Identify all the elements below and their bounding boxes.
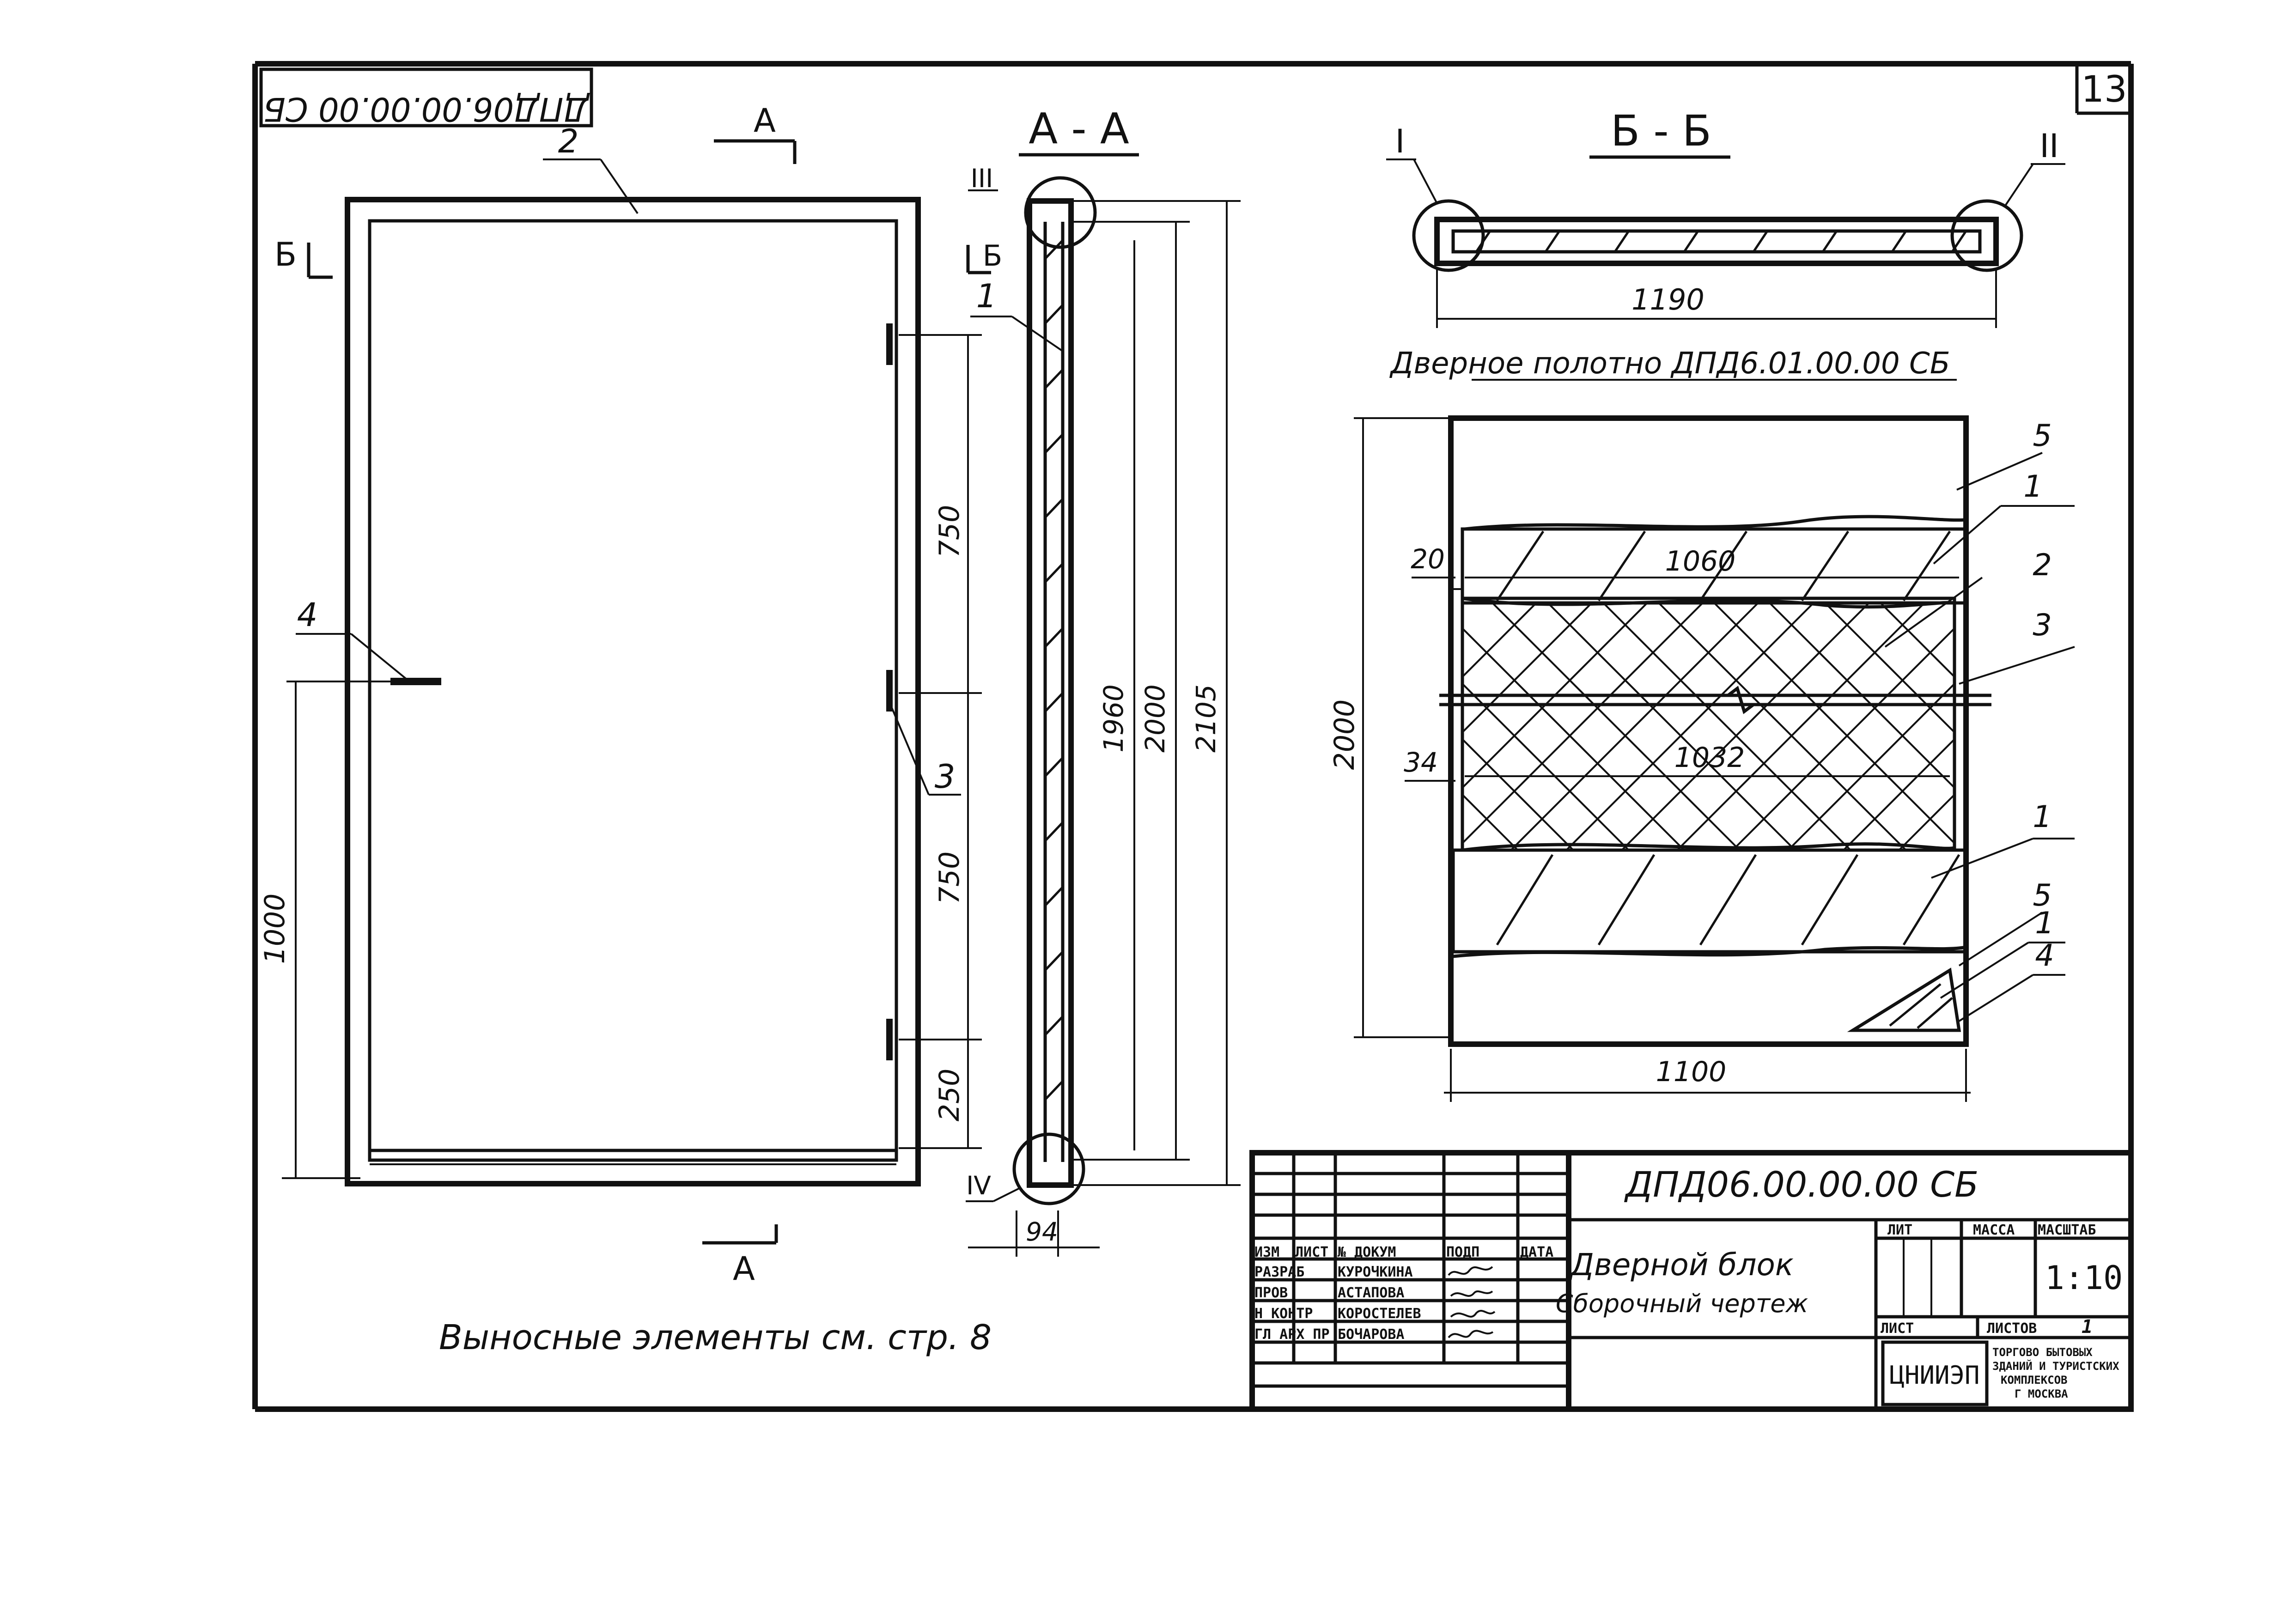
- tb-name-2: АСТАПОВА: [1338, 1285, 1405, 1301]
- title-block: ИЗМ ЛИСТ № ДОКУМ ПОДП ДАТА РАЗРАБ КУРОЧК…: [1249, 1150, 2134, 1412]
- tb-sheets-label: ЛИСТОВ: [1987, 1320, 2037, 1337]
- band-1-lower-hatch: [1496, 854, 1960, 946]
- section-mark-a-bottom: А: [733, 1250, 755, 1288]
- leaf-callout-1b: 1: [2033, 800, 2051, 834]
- signature-3: [1450, 1310, 1496, 1318]
- hinge-top: [886, 323, 893, 365]
- dim-750-bottom: 750: [933, 852, 966, 905]
- tb-name-3: КОРОСТЕЛЕВ: [1338, 1306, 1421, 1322]
- hinge-mid: [886, 670, 893, 712]
- front-callout-4: 4: [297, 596, 318, 634]
- section-mark-b-right: Б: [983, 239, 1003, 273]
- tb-col-list: ЛИСТ: [1295, 1244, 1328, 1260]
- leaf-callout-2: 2: [2033, 548, 2051, 583]
- signature-4: [1448, 1330, 1494, 1338]
- tb-role-3: Н КОНТР: [1254, 1306, 1313, 1322]
- mark-II: II: [2039, 127, 2058, 165]
- section-aa: А - А III IV Б: [966, 104, 1241, 1257]
- door-leaf-view: Дверное полотно ДПД6.01.00.00 СБ: [1328, 347, 2075, 1102]
- leaf-callout-4: 4: [2035, 938, 2054, 973]
- leaf-callout-5a: 5: [2033, 419, 2051, 453]
- tb-designation: ДПД06.00.00.00 СБ: [1624, 1164, 1979, 1205]
- tb-sheets-value: 1: [2082, 1316, 2093, 1338]
- door-leaf-title: Дверное полотно ДПД6.01.00.00 СБ: [1389, 347, 1950, 381]
- dim-750-top: 750: [933, 505, 966, 558]
- org-logo: ЦНИИЭП: [1889, 1361, 1979, 1390]
- section-aa-title: А - А: [1029, 104, 1129, 153]
- band-1-hatch: [1496, 530, 1951, 602]
- tb-role-2: ПРОВ: [1254, 1285, 1288, 1301]
- tb-name-line2: Сборочный чертеж: [1556, 1289, 1808, 1318]
- dim-1960: 1960: [1098, 684, 1129, 753]
- leaf-callout-1a: 1: [2023, 469, 2042, 504]
- org-line-1: ТОРГОВО БЫТОВЫХ: [1992, 1346, 2093, 1359]
- section-bb-title: Б - Б: [1611, 106, 1711, 156]
- tb-name-1: КУРОЧКИНА: [1338, 1264, 1413, 1280]
- front-callout-3: 3: [935, 758, 956, 796]
- leaf-callout-3: 3: [2033, 608, 2051, 643]
- section-aa-hatch: [1044, 239, 1064, 1101]
- front-view: А А Б 2 4 3 750 750 250 1000 Выносные: [259, 102, 992, 1357]
- section-mark-a-top: А: [754, 102, 776, 140]
- tb-col-doc: № ДОКУМ: [1338, 1244, 1396, 1260]
- tb-role-4: ГЛ АРХ ПР: [1254, 1326, 1330, 1343]
- org-logo-block: ЦНИИЭП ТОРГОВО БЫТОВЫХ ЗДАНИЙ И ТУРИСТСК…: [1881, 1340, 2119, 1406]
- org-line-4: Г МОСКВА: [2015, 1387, 2068, 1400]
- leaf-callout-5b: 5: [2033, 878, 2051, 913]
- dim-34: 34: [1404, 747, 1438, 778]
- signature-1: [1448, 1266, 1493, 1276]
- leaf-callout-1c: 1: [2035, 906, 2054, 941]
- mesh-hatch: [1461, 602, 1955, 851]
- dim-1100: 1100: [1656, 1056, 1727, 1088]
- section-mark-b-left: Б: [274, 236, 297, 274]
- tb-col-izm: ИЗМ: [1254, 1244, 1279, 1260]
- dim-94: 94: [1026, 1217, 1058, 1247]
- mark-III: III: [971, 164, 993, 193]
- front-note: Выносные элементы см. стр. 8: [439, 1318, 992, 1357]
- mark-I: I: [1395, 122, 1405, 160]
- org-line-2: ЗДАНИЙ И ТУРИСТСКИХ: [1992, 1359, 2119, 1373]
- tb-mass: МАССА: [1973, 1222, 2015, 1238]
- dim-2105: 2105: [1190, 684, 1222, 753]
- signature-2: [1450, 1290, 1493, 1297]
- dim-1060: 1060: [1665, 545, 1736, 578]
- tb-col-sign: ПОДП: [1446, 1244, 1479, 1260]
- dim-2000-leaf: 2000: [1328, 699, 1361, 770]
- aa-callout-1: 1: [976, 277, 997, 315]
- tb-lit: ЛИТ: [1887, 1222, 1912, 1238]
- tb-name-4: БОЧАРОВА: [1338, 1326, 1405, 1343]
- section-bb: Б - Б I II 1190: [1386, 106, 2065, 328]
- dim-1190: 1190: [1631, 283, 1705, 316]
- mark-IV: IV: [966, 1171, 991, 1200]
- tb-scale-label: МАСШТАБ: [2038, 1222, 2096, 1238]
- front-callout-2: 2: [558, 122, 579, 160]
- dim-1032: 1032: [1674, 742, 1745, 774]
- tb-name-line1: Дверной блок: [1569, 1247, 1794, 1283]
- hinge-bottom: [886, 1019, 893, 1060]
- tb-role-1: РАЗРАБ: [1254, 1264, 1304, 1280]
- dim-2000-aa: 2000: [1139, 684, 1171, 753]
- code-stamp: ДПД06.00.00.00 СБ: [259, 67, 593, 128]
- dim-1000: 1000: [259, 894, 291, 964]
- tb-col-date: ДАТА: [1520, 1244, 1553, 1260]
- tb-sheet-label: ЛИСТ: [1881, 1320, 1914, 1337]
- section-bb-hatch: [1475, 230, 1967, 253]
- org-line-3: КОМПЛЕКСОВ: [2001, 1374, 2068, 1387]
- code-stamp-text: ДПД06.00.00.00 СБ: [263, 90, 590, 128]
- tb-scale: 1:10: [2045, 1259, 2123, 1297]
- dim-20: 20: [1411, 543, 1445, 575]
- page-number: 13: [2081, 69, 2127, 110]
- dim-250: 250: [933, 1069, 966, 1122]
